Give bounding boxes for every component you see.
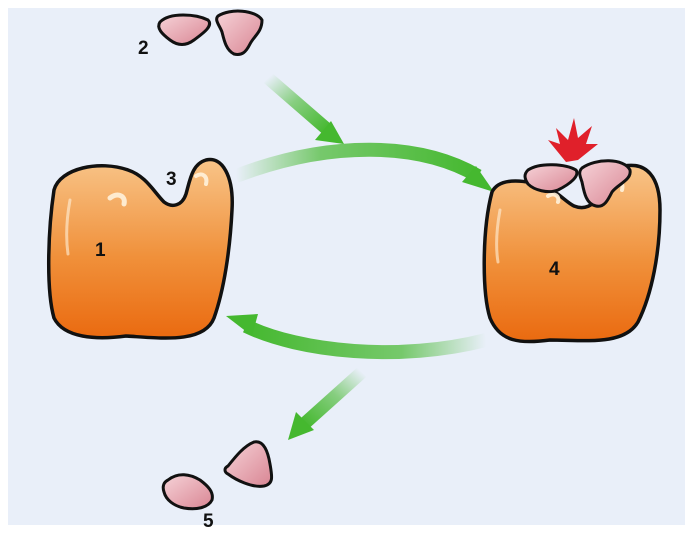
label-products: 5 — [203, 511, 214, 532]
label-enzyme-substrate-complex: 4 — [549, 259, 560, 280]
label-active-site: 3 — [166, 169, 177, 190]
enzyme-free — [49, 159, 232, 338]
label-enzyme: 1 — [95, 240, 106, 261]
label-substrate: 2 — [138, 38, 149, 59]
